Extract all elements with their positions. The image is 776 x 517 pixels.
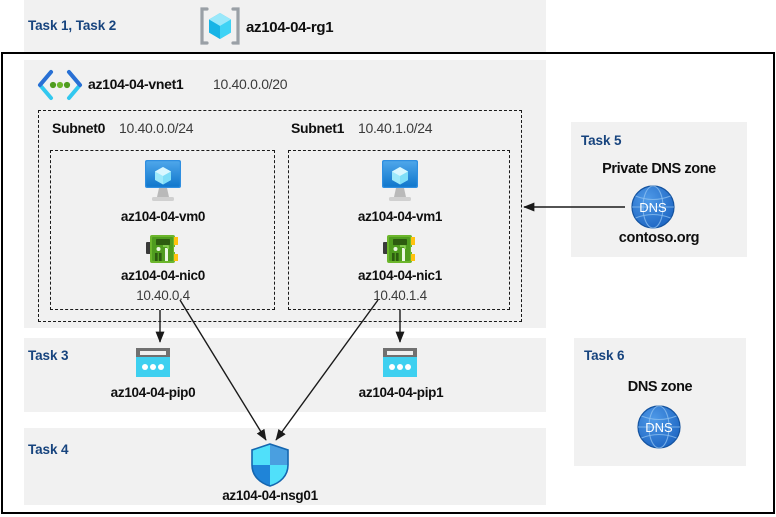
task-label-6: Task 6 bbox=[584, 348, 625, 363]
nic1-name: az104-04-nic1 bbox=[358, 268, 442, 283]
nic0-ip: 10.40.0.4 bbox=[136, 288, 190, 303]
subnet1-name: Subnet1 bbox=[291, 120, 345, 136]
vnet-cidr: 10.40.0.0/20 bbox=[213, 76, 288, 92]
virtual-machine-icon bbox=[376, 158, 424, 204]
nic0-name: az104-04-nic0 bbox=[121, 268, 205, 283]
network-interface-icon bbox=[146, 233, 181, 266]
vnet-panel bbox=[24, 60, 546, 328]
vm0-name: az104-04-vm0 bbox=[120, 209, 206, 224]
nic1-ip: 10.40.1.4 bbox=[373, 288, 427, 303]
resource-group-name: az104-04-rg1 bbox=[246, 19, 334, 36]
virtual-machine-icon bbox=[139, 158, 187, 204]
subnet0-boundary bbox=[50, 150, 275, 310]
private-dns-zone-name: contoso.org bbox=[618, 230, 700, 246]
private-dns-zone-title: Private DNS zone bbox=[602, 161, 716, 177]
resource-group-header-band bbox=[24, 0, 546, 52]
subnet0-name: Subnet0 bbox=[52, 120, 106, 136]
nsg-name: az104-04-nsg01 bbox=[222, 488, 318, 503]
subnet1-boundary bbox=[288, 150, 510, 310]
dns-icon-text: DNS bbox=[639, 200, 667, 215]
subnet0-cidr: 10.40.0.0/24 bbox=[119, 120, 194, 136]
public-ip-address-icon bbox=[381, 347, 419, 381]
task3-panel bbox=[24, 338, 546, 412]
dns-icon-text: DNS bbox=[645, 420, 673, 435]
network-interface-icon bbox=[383, 233, 418, 266]
dns-zone-icon: DNS bbox=[636, 404, 682, 450]
pip1-name: az104-04-pip1 bbox=[358, 385, 444, 400]
task-label-5: Task 5 bbox=[581, 133, 622, 148]
vnet-name: az104-04-vnet1 bbox=[88, 76, 184, 92]
task-label-3: Task 3 bbox=[28, 348, 69, 363]
network-security-group-icon bbox=[249, 443, 291, 487]
virtual-network-icon bbox=[37, 70, 83, 100]
public-ip-address-icon bbox=[134, 347, 172, 381]
pip0-name: az104-04-pip0 bbox=[110, 385, 196, 400]
task-label-4: Task 4 bbox=[28, 442, 69, 457]
subnet1-cidr: 10.40.1.0/24 bbox=[358, 120, 433, 136]
task-label-1-2: Task 1, Task 2 bbox=[28, 18, 117, 33]
vm1-name: az104-04-vm1 bbox=[357, 209, 443, 224]
resource-group-icon bbox=[199, 6, 241, 46]
dns-zone-title: DNS zone bbox=[627, 379, 693, 395]
dns-zone-icon: DNS bbox=[630, 184, 676, 230]
